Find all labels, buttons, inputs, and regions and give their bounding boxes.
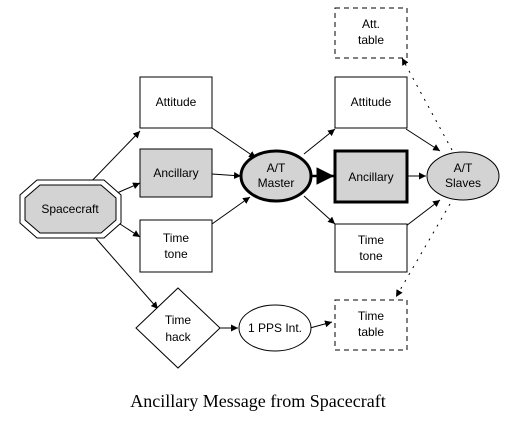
node-at-master: A/T Master	[239, 149, 313, 203]
edge-attitude-master	[211, 127, 257, 159]
at-master-label-2: Master	[258, 176, 295, 190]
edge-master-attitude	[303, 128, 336, 155]
time-tone-out-label-2: tone	[359, 249, 383, 263]
ancillary-in-label: Ancillary	[153, 166, 198, 180]
edge-timetone-master	[211, 196, 251, 225]
node-attitude-out: Attitude	[334, 76, 408, 129]
time-tone-in-label-2: tone	[164, 247, 188, 261]
time-tone-in-label-1: Time	[163, 231, 190, 245]
attitude-in-label: Attitude	[156, 95, 197, 109]
edge-timetone-slaves	[405, 199, 441, 227]
node-ancillary-in: Ancillary	[139, 148, 213, 198]
edge-spacecraft-timehack	[92, 234, 159, 310]
edge-slaves-timetable	[395, 203, 451, 298]
edge-attitude-slaves	[405, 128, 441, 152]
pps-int-label: 1 PPS Int.	[248, 321, 302, 335]
node-pps-int: 1 PPS Int.	[238, 304, 312, 352]
node-att-table: Att. table	[334, 7, 408, 59]
edge-spacecraft-attitude	[84, 130, 141, 189]
node-time-table: Time table	[334, 299, 408, 351]
edges	[84, 57, 453, 332]
edge-slaves-atttable	[401, 57, 453, 151]
at-master-label-1: A/T	[267, 161, 286, 175]
node-spacecraft: Spacecraft	[19, 179, 122, 239]
time-table-label-1: Time	[358, 309, 385, 323]
node-time-tone-in: Time tone	[139, 219, 213, 273]
attitude-out-label: Attitude	[351, 95, 392, 109]
node-ancillary-out: Ancillary	[333, 149, 409, 204]
time-hack-label-2: hack	[165, 330, 191, 344]
edge-spacecraft-timetone	[116, 221, 141, 238]
node-attitude-in: Attitude	[139, 76, 213, 129]
time-hack-label-1: Time	[165, 313, 192, 327]
ancillary-out-label: Ancillary	[348, 170, 393, 184]
edge-spacecraft-ancillary	[116, 182, 141, 194]
node-time-tone-out: Time tone	[334, 223, 408, 273]
spacecraft-label: Spacecraft	[41, 202, 99, 216]
node-at-slaves: A/T Slaves	[426, 151, 500, 201]
time-tone-out-label-1: Time	[358, 233, 385, 247]
time-table-label-2: table	[358, 325, 384, 339]
node-time-hack: Time hack	[135, 287, 221, 369]
edge-pps-timetable	[309, 320, 333, 329]
edge-ancillary-master	[211, 172, 242, 180]
at-slaves-label-1: A/T	[454, 161, 473, 175]
edge-master-timetone	[303, 195, 336, 225]
figure-caption: Ancillary Message from Spacecraft	[130, 391, 386, 411]
att-table-label-2: table	[358, 33, 384, 47]
at-slaves-label-2: Slaves	[445, 176, 481, 190]
att-table-label-1: Att.	[362, 17, 380, 31]
